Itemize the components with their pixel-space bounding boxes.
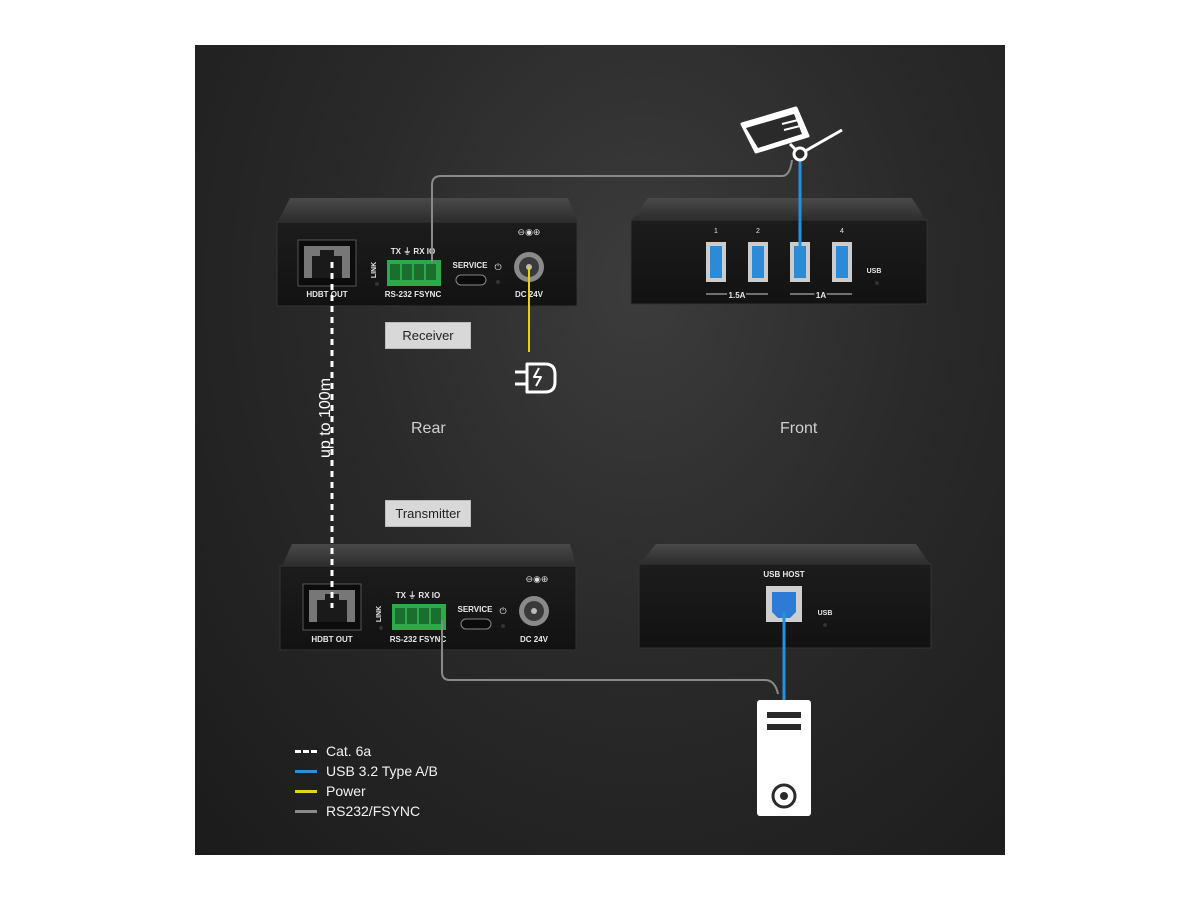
transmitter-rear-device: HDBT OUT LINK TX ⏚ RX IO RS-232 FSYNC SE… <box>279 544 577 651</box>
rs232-cable-bottom <box>441 620 779 695</box>
legend-item: Cat. 6a <box>295 742 371 760</box>
computer-tower-icon <box>757 700 811 816</box>
rs232-fsync-label: RS-232 FSYNC <box>385 290 442 299</box>
rs232-cable-top <box>431 159 793 262</box>
power-symbol: ⏻ <box>494 262 501 272</box>
usb-c-service-port <box>460 618 492 630</box>
legend-item: RS232/FSYNC <box>295 802 420 820</box>
current-group-label: 1.5A <box>729 291 746 300</box>
legend-label: Power <box>326 783 366 799</box>
rs232-pins-label: TX ⏚ RX IO <box>396 591 440 600</box>
usb-c-service-port <box>455 274 487 286</box>
power-symbol: ⏻ <box>499 606 506 616</box>
legend-swatch <box>295 769 317 773</box>
camera-icon <box>740 106 843 162</box>
dc-label: DC 24V <box>520 635 549 644</box>
legend-label: Cat. 6a <box>326 743 372 759</box>
current-group-label: 1A <box>816 291 826 300</box>
legend-swatch <box>295 749 317 753</box>
usb-port-number: 2 <box>756 228 760 235</box>
svg-text:⊖◉⊕: ⊖◉⊕ <box>518 227 541 237</box>
link-label: LINK <box>376 606 383 622</box>
front-view-label: Front <box>780 420 818 437</box>
receiver-front-device: 1 2 3 4 1.5A 1A USB <box>630 198 928 305</box>
usb-host-label: USB HOST <box>763 570 804 579</box>
diagram-background <box>195 45 1005 855</box>
legend-label: RS232/FSYNC <box>326 803 421 819</box>
rs232-fsync-label: RS-232 FSYNC <box>390 635 447 644</box>
transmitter-front-device: USB HOST USB <box>638 544 932 649</box>
dc-jack-icon <box>519 596 549 626</box>
usb-a-port-icon <box>706 242 852 282</box>
legend-swatch <box>295 789 317 793</box>
transmitter-label: Transmitter <box>385 500 471 527</box>
rs232-pins-label: TX ⏚ RX IO <box>391 247 435 256</box>
rs232-terminal-block <box>387 260 441 286</box>
legend-item: USB 3.2 Type A/B <box>295 762 438 780</box>
power-plug-icon <box>515 362 557 394</box>
usb-port-number: 1 <box>714 228 718 235</box>
rs232-terminal-block <box>392 604 446 630</box>
svg-text:⊖◉⊕: ⊖◉⊕ <box>526 574 549 584</box>
hdbt-out-label: HDBT OUT <box>311 635 352 644</box>
usb-label: USB <box>818 610 833 617</box>
receiver-rear-device: HDBT OUT LINK TX ⏚ RX IO RS-232 FSYNC SE… <box>276 198 578 307</box>
service-label: SERVICE <box>458 605 494 614</box>
legend-swatch <box>295 809 317 813</box>
rear-view-label: Rear <box>411 420 446 437</box>
receiver-label: Receiver <box>385 322 471 349</box>
usb-label: USB <box>867 268 882 275</box>
rj45-port-icon <box>297 239 357 287</box>
service-label: SERVICE <box>453 261 489 270</box>
legend-item: Power <box>295 782 366 800</box>
hdbt-out-label: HDBT OUT <box>306 290 347 299</box>
legend-label: USB 3.2 Type A/B <box>326 763 438 779</box>
link-label: LINK <box>371 262 378 278</box>
distance-label: up to 100m <box>317 378 334 458</box>
usb-port-number: 4 <box>840 228 844 235</box>
